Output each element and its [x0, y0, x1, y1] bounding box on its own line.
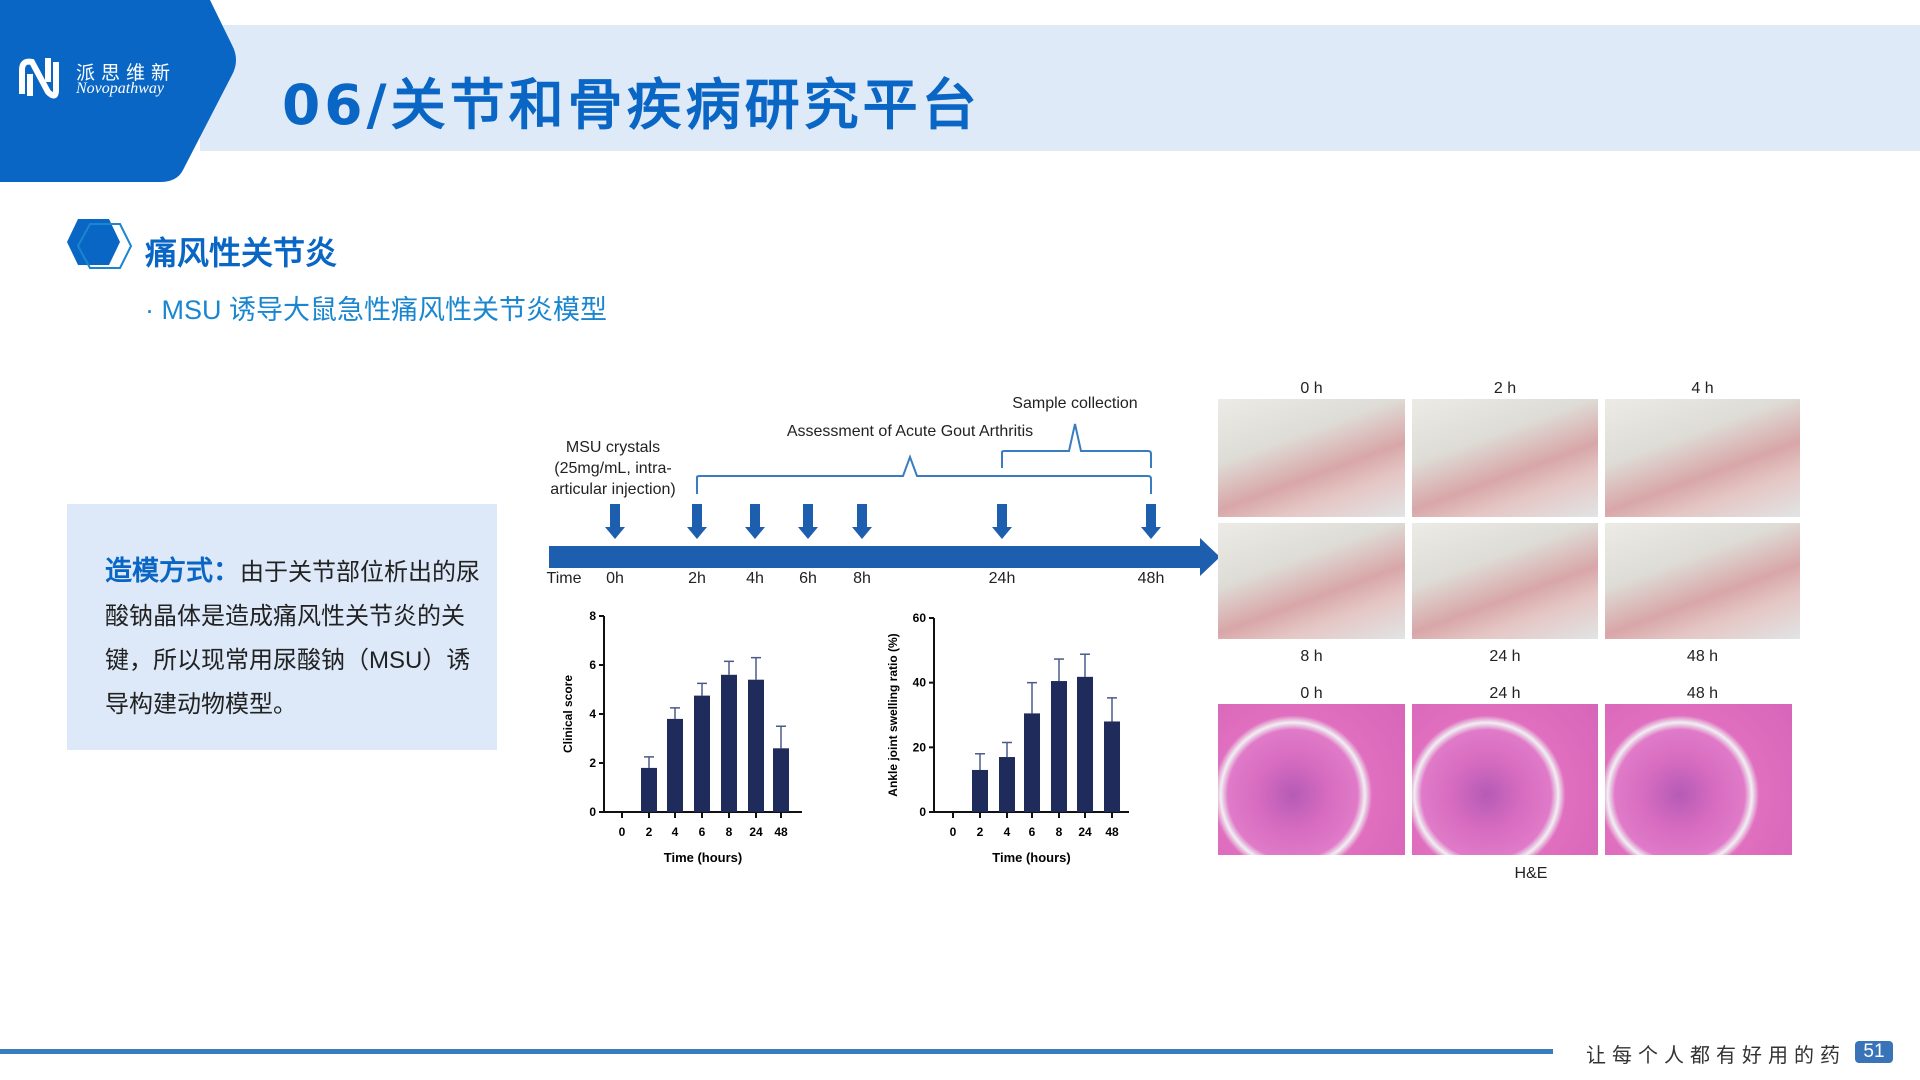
photo-label: 48 h	[1686, 648, 1719, 665]
logo-text-cn: 派思维新	[76, 62, 177, 84]
timeline-arrow	[549, 538, 1220, 576]
bar	[1104, 721, 1120, 812]
y-tick-label: 2	[589, 756, 596, 770]
photo-label: 48 h	[1686, 685, 1719, 702]
photo-label: 4 h	[1691, 380, 1714, 397]
footer-slogan: 让每个人都有好用的药	[1586, 1045, 1846, 1067]
timepoint-arrow	[687, 504, 707, 539]
x-tick-label: 48	[1105, 825, 1119, 839]
x-tick-label: 0	[619, 825, 626, 839]
x-tick-label: 8	[1056, 825, 1063, 839]
x-tick-label: 8	[726, 825, 733, 839]
bar	[748, 679, 764, 812]
footer-line	[0, 1049, 1553, 1054]
paw-photo	[1218, 399, 1405, 517]
photo-label: 24 h	[1489, 648, 1521, 665]
he-histology-image	[1218, 704, 1405, 855]
x-tick-label: 48	[774, 825, 788, 839]
timepoint-label: 4h	[746, 570, 764, 587]
page-title: 06/关节和骨疾病研究平台	[282, 73, 981, 137]
x-tick-label: 2	[977, 825, 984, 839]
time-label: Time	[546, 570, 582, 587]
x-tick-label: 24	[749, 825, 763, 839]
bar	[1051, 681, 1067, 812]
photo-label: 0 h	[1300, 685, 1323, 702]
sample-bracket	[1001, 423, 1152, 468]
method-box	[67, 504, 497, 750]
y-tick-label: 0	[919, 805, 926, 819]
logo-icon	[19, 58, 59, 99]
x-axis-label: Time (hours)	[992, 850, 1071, 865]
timepoint-label: 48h	[1137, 570, 1165, 587]
assessment-label: Assessment of Acute Gout Arthritis	[786, 423, 1034, 440]
x-tick-label: 6	[1029, 825, 1036, 839]
section-heading: 痛风性关节炎	[145, 234, 338, 272]
paw-photo	[1605, 523, 1800, 639]
method-label: 造模方式：	[105, 556, 240, 586]
timepoint-arrow	[1141, 504, 1161, 539]
bar	[721, 674, 737, 812]
timeline-diagram	[549, 423, 1220, 576]
x-tick-label: 6	[699, 825, 706, 839]
photo-label: 24 h	[1489, 685, 1521, 702]
paw-photo	[1605, 399, 1800, 517]
timepoint-label: 24h	[988, 570, 1016, 587]
timepoint-arrow	[852, 504, 872, 539]
y-tick-label: 6	[589, 658, 596, 672]
header-band	[200, 25, 1920, 151]
y-tick-label: 8	[589, 609, 596, 623]
x-tick-label: 0	[950, 825, 957, 839]
bar	[694, 695, 710, 812]
assessment-bracket	[696, 454, 1152, 494]
y-tick-label: 0	[589, 805, 596, 819]
he-histology-image	[1605, 704, 1792, 855]
bar	[1024, 713, 1040, 812]
page-number: 51	[1855, 1041, 1893, 1063]
x-tick-label: 4	[1004, 825, 1011, 839]
y-tick-label: 20	[913, 740, 927, 754]
method-text: 造模方式：由于关节部位析出的尿酸钠晶体是造成痛风性关节炎的关键，所以现常用尿酸钠…	[105, 549, 480, 727]
timepoint-label: 6h	[799, 570, 817, 587]
bar	[773, 748, 789, 812]
x-tick-label: 4	[672, 825, 679, 839]
timepoint-label: 8h	[853, 570, 871, 587]
logo-background	[0, 0, 236, 182]
photo-label: 2 h	[1493, 380, 1517, 397]
y-tick-label: 40	[913, 676, 927, 690]
x-tick-label: 24	[1078, 825, 1092, 839]
timepoint-label: 0h	[606, 570, 624, 587]
bar	[641, 767, 657, 812]
y-tick-label: 60	[913, 611, 927, 625]
method-description: 由于关节部位析出的尿酸钠晶体是造成痛风性关节炎的关键，所以现常用尿酸钠（MSU）…	[105, 559, 480, 718]
timepoint-arrow	[992, 504, 1012, 539]
paw-photo	[1412, 399, 1598, 517]
photo-label: H&E	[1514, 865, 1548, 882]
he-histology-image	[1412, 704, 1598, 855]
bar	[1077, 676, 1093, 812]
y-tick-label: 4	[589, 707, 596, 721]
y-axis-label: Ankle joint swelling ratio (%)	[886, 633, 900, 796]
sample-label: Sample collection	[1012, 395, 1138, 412]
photo-label: 0 h	[1300, 380, 1323, 397]
y-axis-label: Clinical score	[561, 675, 575, 753]
hexagon-icon	[67, 219, 133, 269]
timepoint-arrow	[745, 504, 765, 539]
x-tick-label: 2	[646, 825, 653, 839]
section-subtitle: · MSU 诱导大鼠急性痛风性关节炎模型	[145, 295, 607, 325]
paw-photo	[1218, 523, 1405, 639]
bar	[999, 757, 1015, 812]
x-axis-label: Time (hours)	[664, 850, 743, 865]
timepoint-label: 2h	[688, 570, 706, 587]
bar	[667, 718, 683, 812]
logo-text-en: Novopathway	[76, 80, 164, 97]
timepoint-arrow	[605, 504, 625, 539]
bar	[972, 769, 988, 812]
timepoint-arrow	[798, 504, 818, 539]
paw-photo	[1412, 523, 1598, 639]
photo-label: 8 h	[1300, 648, 1323, 665]
injection-label: MSU crystals(25mg/mL, intra-articular in…	[550, 439, 676, 498]
